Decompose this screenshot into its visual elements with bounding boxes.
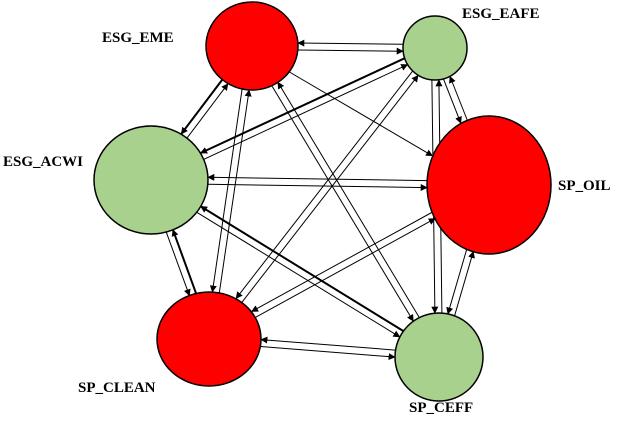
node-sp-clean — [156, 291, 262, 387]
edge-sp-clean-to-esg-eafe — [241, 74, 419, 304]
edge-sp-clean-to-esg-eme — [218, 89, 252, 293]
node-esg-acwi — [93, 125, 209, 235]
edge-esg-eme-to-sp-oil — [289, 71, 434, 157]
edge-esg-acwi-to-sp-oil — [207, 183, 428, 192]
edge-esg-acwi-to-sp-clean — [165, 232, 191, 297]
edge-esg-eafe-to-sp-clean — [235, 70, 413, 299]
edge-esg-eafe-to-sp-oil — [443, 78, 462, 124]
edge-sp-ceff-to-esg-acwi — [200, 205, 404, 332]
edge-esg-eafe-to-esg-acwi — [200, 57, 405, 154]
edge-esg-acwi-to-sp-ceff — [196, 211, 401, 338]
edge-sp-oil-to-esg-acwi — [207, 173, 428, 182]
node-sp-oil — [426, 115, 552, 255]
edge-esg-eme-to-sp-clean — [209, 89, 243, 293]
edge-esg-eme-to-esg-eafe — [297, 47, 404, 55]
label-sp-clean: SP_CLEAN — [78, 380, 156, 396]
edge-esg-acwi-to-esg-eme — [186, 83, 229, 139]
edge-sp-oil-to-sp-ceff — [446, 249, 468, 315]
edge-sp-oil-to-esg-eafe — [449, 75, 468, 121]
nodes-layer — [93, 1, 552, 402]
label-esg-eafe: ESG_EAFE — [462, 6, 540, 22]
edge-sp-ceff-to-esg-eme — [277, 81, 420, 318]
edge-sp-oil-to-sp-clean — [251, 212, 432, 312]
edges-layer — [165, 39, 475, 361]
label-esg-acwi: ESG_ACWI — [3, 154, 83, 170]
edge-sp-ceff-to-sp-oil — [454, 250, 475, 316]
edge-esg-eme-to-sp-ceff — [271, 85, 414, 322]
edge-sp-clean-to-sp-oil — [254, 218, 436, 319]
label-esg-eme: ESG_EME — [102, 30, 174, 46]
edge-esg-eafe-to-esg-eme — [297, 39, 404, 47]
node-esg-eafe — [402, 15, 468, 81]
node-esg-eme — [205, 1, 299, 91]
edge-esg-acwi-to-esg-eafe — [203, 64, 409, 160]
labels-layer: ESG_EME ESG_EAFE ESG_ACWI SP_OIL SP_CLEA… — [3, 6, 611, 416]
edge-esg-eme-to-esg-acwi — [180, 78, 224, 135]
edge-sp-clean-to-esg-acwi — [171, 229, 197, 294]
label-sp-ceff: SP_CEFF — [409, 400, 473, 416]
edge-sp-ceff-to-sp-clean — [260, 336, 396, 351]
node-sp-ceff — [394, 312, 484, 402]
edge-sp-clean-to-sp-ceff — [260, 346, 396, 361]
label-sp-oil: SP_OIL — [558, 178, 611, 194]
